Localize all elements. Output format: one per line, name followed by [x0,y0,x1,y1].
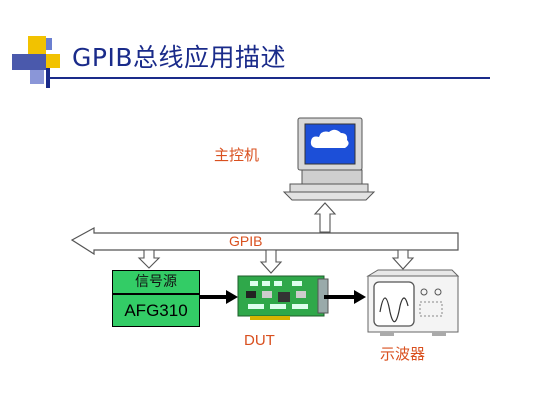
host-label: 主控机 [214,146,260,164]
signal-source-label: 信号源 [112,270,200,294]
page-title: GPIB总线应用描述 [72,43,286,72]
oscilloscope-label: 示波器 [380,345,426,363]
gpib-bus-label: GPIB [229,233,263,249]
circuit-board-icon [237,275,329,320]
dut-label: DUT [244,332,275,349]
source-to-dut-arrow [199,290,238,304]
title-underline [46,77,490,79]
gpib-bus [70,226,459,256]
oscilloscope-icon [366,269,460,336]
dut-to-scope-arrow [324,290,366,304]
title-decoration [12,36,60,88]
signal-source-model: AFG310 [112,294,200,327]
bus-drop-arrows [137,202,415,274]
computer-icon [282,117,376,201]
